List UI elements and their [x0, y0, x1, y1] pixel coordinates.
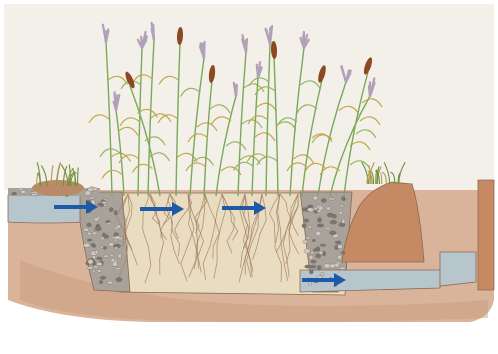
gravel-stone — [114, 227, 118, 230]
gravel-stone — [326, 207, 330, 210]
gravel-stone — [112, 262, 117, 267]
gravel-stone — [91, 243, 95, 245]
gravel-stone — [342, 219, 345, 223]
outlet-chamber — [440, 252, 476, 286]
gravel-stone — [114, 210, 117, 215]
gravel-stone — [339, 211, 343, 215]
gravel-stone — [118, 254, 122, 258]
gravel-stone — [308, 225, 311, 228]
gravel-stone — [96, 257, 102, 260]
gravel-stone — [93, 187, 98, 191]
gravel-stone — [18, 188, 24, 190]
gravel-stone — [93, 266, 99, 268]
gravel-stone — [94, 218, 99, 222]
gravel-stone — [316, 247, 320, 252]
gravel-stone — [115, 247, 118, 249]
gravel-stone — [84, 228, 89, 231]
gravel-stone — [337, 255, 341, 259]
gravel-stone — [101, 236, 104, 240]
gravel-stone — [341, 251, 345, 254]
gravel-stone — [32, 193, 37, 196]
gravel-stone — [304, 219, 309, 223]
gravel-stone — [317, 265, 321, 269]
gravel-stone — [308, 281, 311, 285]
gravel-stone — [314, 208, 317, 211]
gravel-stone — [304, 249, 310, 254]
gravel-stone — [12, 192, 17, 195]
gravel-stone — [85, 191, 91, 196]
gravel-stone — [303, 240, 308, 244]
gravel-stone — [102, 201, 107, 203]
gravel-stone — [313, 196, 318, 200]
gravel-stone — [305, 237, 311, 239]
gravel-stone — [307, 208, 313, 212]
gravel-stone — [110, 254, 114, 257]
gravel-stone — [20, 190, 26, 194]
gravel-stone — [325, 227, 331, 229]
reed-plume — [141, 37, 142, 48]
gravel-stone — [87, 266, 94, 269]
gravel-stone — [100, 276, 106, 279]
gravel-stone — [302, 224, 306, 228]
gravel-stone — [310, 251, 313, 254]
gravel-stone — [95, 226, 102, 230]
gravel-stone — [321, 199, 326, 203]
gravel-stone — [319, 251, 323, 254]
gravel-stone — [87, 239, 92, 241]
gravel-stone — [109, 207, 113, 211]
gravel-stone — [335, 241, 341, 244]
reed-plume — [236, 85, 237, 96]
gravel-stone — [309, 255, 313, 259]
gravel-stone — [338, 245, 343, 249]
gravel-stone — [329, 197, 332, 200]
gravel-stone — [88, 232, 92, 235]
gravel-stone — [341, 196, 344, 200]
gravel-stone — [311, 260, 317, 263]
reed-plume — [204, 42, 205, 58]
gravel-stone — [106, 220, 110, 222]
gravel-stone — [312, 239, 315, 241]
gravel-stone — [99, 280, 103, 283]
sky-area — [4, 4, 494, 190]
gravel-stone — [317, 218, 321, 223]
gravel-stone — [327, 213, 333, 217]
gravel-stone — [330, 220, 337, 224]
gravel-stone — [84, 243, 90, 248]
gravel-stone — [95, 250, 98, 254]
gravel-stone — [109, 242, 114, 246]
gravel-stone — [92, 270, 96, 272]
grass-blade — [78, 167, 79, 186]
gravel-stone — [107, 281, 112, 284]
reed-plume — [369, 87, 370, 96]
gravel-stone — [114, 236, 120, 239]
gravel-stone — [92, 232, 97, 235]
reed-plume — [115, 99, 116, 111]
gravel-stone — [320, 244, 326, 246]
gravel-stone — [329, 264, 335, 268]
gravel-stone — [315, 231, 321, 236]
gravel-stone — [96, 262, 102, 266]
reed-plume — [258, 67, 259, 78]
gravel-stone — [88, 259, 93, 264]
gravel-stone — [339, 267, 346, 270]
gravel-stone — [116, 268, 121, 270]
gravel-stone — [317, 224, 323, 227]
gravel-stone — [314, 210, 318, 213]
gravel-stone — [321, 272, 324, 275]
gravel-stone — [318, 206, 323, 210]
gravel-stone — [89, 197, 94, 199]
gravel-stone — [98, 270, 102, 273]
gravel-stone — [340, 205, 344, 207]
gravel-stone — [309, 270, 313, 274]
gravel-stone — [330, 231, 336, 235]
gravel-stone — [103, 255, 108, 257]
gravel-stone — [305, 265, 312, 268]
outlet-chamber-wall — [478, 180, 494, 290]
gravel-stone — [103, 246, 106, 249]
gravel-stone — [116, 277, 122, 281]
gravel-stone — [87, 223, 92, 227]
